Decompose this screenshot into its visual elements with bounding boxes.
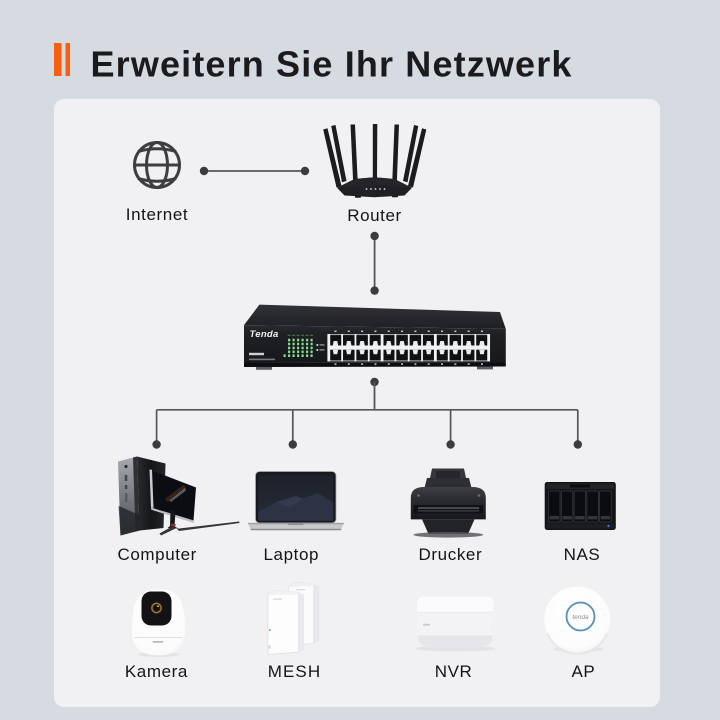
svg-text:Router: Router [347,206,402,225]
svg-text:NVR: NVR [435,662,473,681]
svg-text:Drucker: Drucker [419,545,483,564]
svg-text:Erweitern Sie Ihr Netzwerk: Erweitern Sie Ihr Netzwerk [91,44,573,85]
svg-text:tenda: tenda [572,614,589,621]
svg-text:Tenda: Tenda [250,329,279,340]
svg-text:Computer: Computer [117,545,196,564]
svg-text:NAS: NAS [564,545,601,564]
svg-text:MESH: MESH [268,662,322,681]
svg-text:AP: AP [571,662,595,681]
svg-text:Internet: Internet [126,205,188,224]
svg-text:Laptop: Laptop [263,545,319,564]
svg-text:Kamera: Kamera [125,662,188,681]
